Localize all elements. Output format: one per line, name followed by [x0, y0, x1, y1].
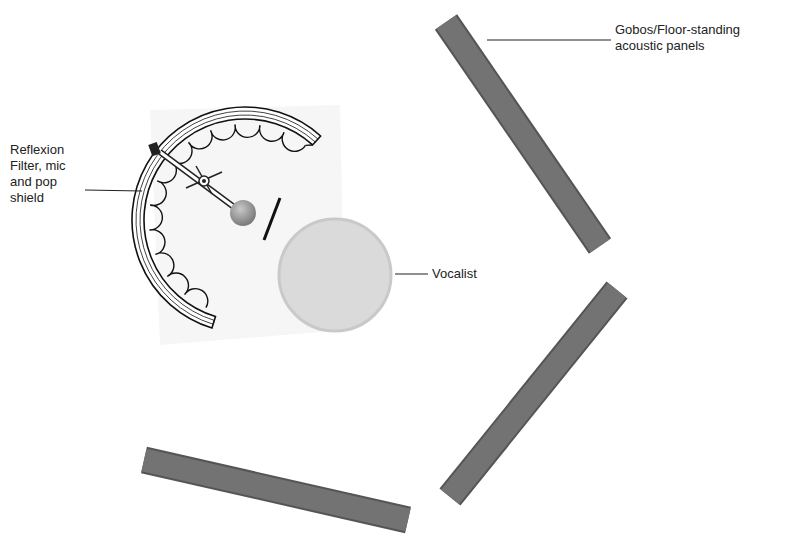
gobo-edge: [144, 460, 408, 520]
gobo-panels: [144, 22, 617, 520]
gobo-edge: [446, 22, 600, 246]
knob: [148, 142, 161, 156]
callout-label: Gobos/Floor-standing acoustic panels: [615, 22, 791, 54]
leader-line: [85, 190, 142, 191]
callout-label: Vocalist: [432, 266, 522, 282]
gobo-panel: [446, 22, 600, 246]
mic-clamp: [186, 172, 222, 188]
filter-scallops: [150, 125, 306, 308]
reflexion-filter: [132, 107, 321, 328]
gobo-edge: [450, 290, 617, 497]
callout-label: Reflexion Filter, mic and pop shield: [10, 142, 76, 206]
mic-clamp: [196, 166, 212, 194]
microphone: [230, 200, 256, 226]
gobo-panel: [450, 290, 617, 497]
mic-hub: [202, 179, 206, 183]
vocalist-circle: [279, 219, 391, 331]
leader-line: [487, 39, 611, 40]
filter-end: [305, 144, 312, 146]
mic-arm: [160, 152, 238, 210]
leader-line: [395, 273, 428, 274]
mic-hub: [199, 176, 209, 186]
pop-shield: [264, 198, 280, 240]
filter-shell: [132, 107, 321, 328]
filter-rim: [136, 111, 318, 324]
mic-stand: [148, 142, 238, 210]
gobo-panel: [144, 460, 408, 520]
mic-arm: [160, 152, 238, 210]
